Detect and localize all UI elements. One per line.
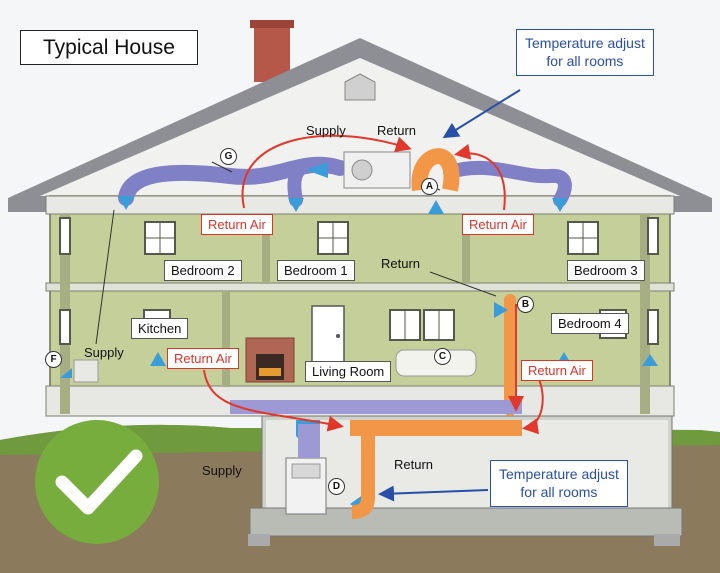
return-air-upper-right: Return Air xyxy=(462,214,534,235)
label-supply-attic: Supply xyxy=(306,123,346,138)
room-bedroom-4: Bedroom 4 xyxy=(551,313,629,334)
upper-floor xyxy=(45,282,675,292)
room-bedroom-3: Bedroom 3 xyxy=(567,260,645,281)
main-supply-trunk xyxy=(230,400,522,414)
return-duct-a xyxy=(411,148,460,192)
marker-b: B xyxy=(517,296,534,313)
callout-arrow-top xyxy=(442,89,521,139)
ceiling xyxy=(45,195,675,215)
return-air-lower-left: Return Air xyxy=(167,348,239,369)
label-supply-kitchen: Supply xyxy=(84,345,124,360)
callout-temperature-bottom: Temperature adjust for all rooms xyxy=(490,460,628,507)
label-return-mid: Return xyxy=(381,256,421,271)
return-trunk xyxy=(350,420,522,436)
callout-bottom-line1: Temperature adjust xyxy=(499,466,619,482)
label-return-basement: Return xyxy=(394,457,434,472)
checkmark-icon xyxy=(55,449,143,515)
marker-c: C xyxy=(434,348,451,365)
label-return-attic: Return xyxy=(377,123,417,138)
callout-bottom-line2: for all rooms xyxy=(520,483,598,500)
checkmark-badge xyxy=(35,420,159,544)
callout-top-line2: for all rooms xyxy=(546,52,624,69)
room-bedroom-1: Bedroom 1 xyxy=(277,260,355,281)
callout-arrow-bottom xyxy=(378,485,489,502)
marker-g: G xyxy=(220,148,237,165)
diagram-title: Typical House xyxy=(20,30,198,65)
room-living-room: Living Room xyxy=(305,361,392,382)
callout-temperature-top: Temperature adjust for all rooms xyxy=(516,29,654,76)
return-air-arrows xyxy=(203,134,544,435)
return-air-lower-right: Return Air xyxy=(521,360,593,381)
attic xyxy=(40,58,680,196)
marker-f: F xyxy=(45,351,62,368)
callout-top-line1: Temperature adjust xyxy=(525,35,645,51)
marker-a: A xyxy=(421,178,438,195)
room-kitchen: Kitchen xyxy=(131,318,189,339)
return-air-upper-left: Return Air xyxy=(201,214,273,235)
marker-d: D xyxy=(328,478,345,495)
label-supply-basement: Supply xyxy=(202,463,242,478)
attic-vent xyxy=(344,73,376,101)
room-bedroom-2: Bedroom 2 xyxy=(164,260,242,281)
chimney xyxy=(254,24,290,82)
